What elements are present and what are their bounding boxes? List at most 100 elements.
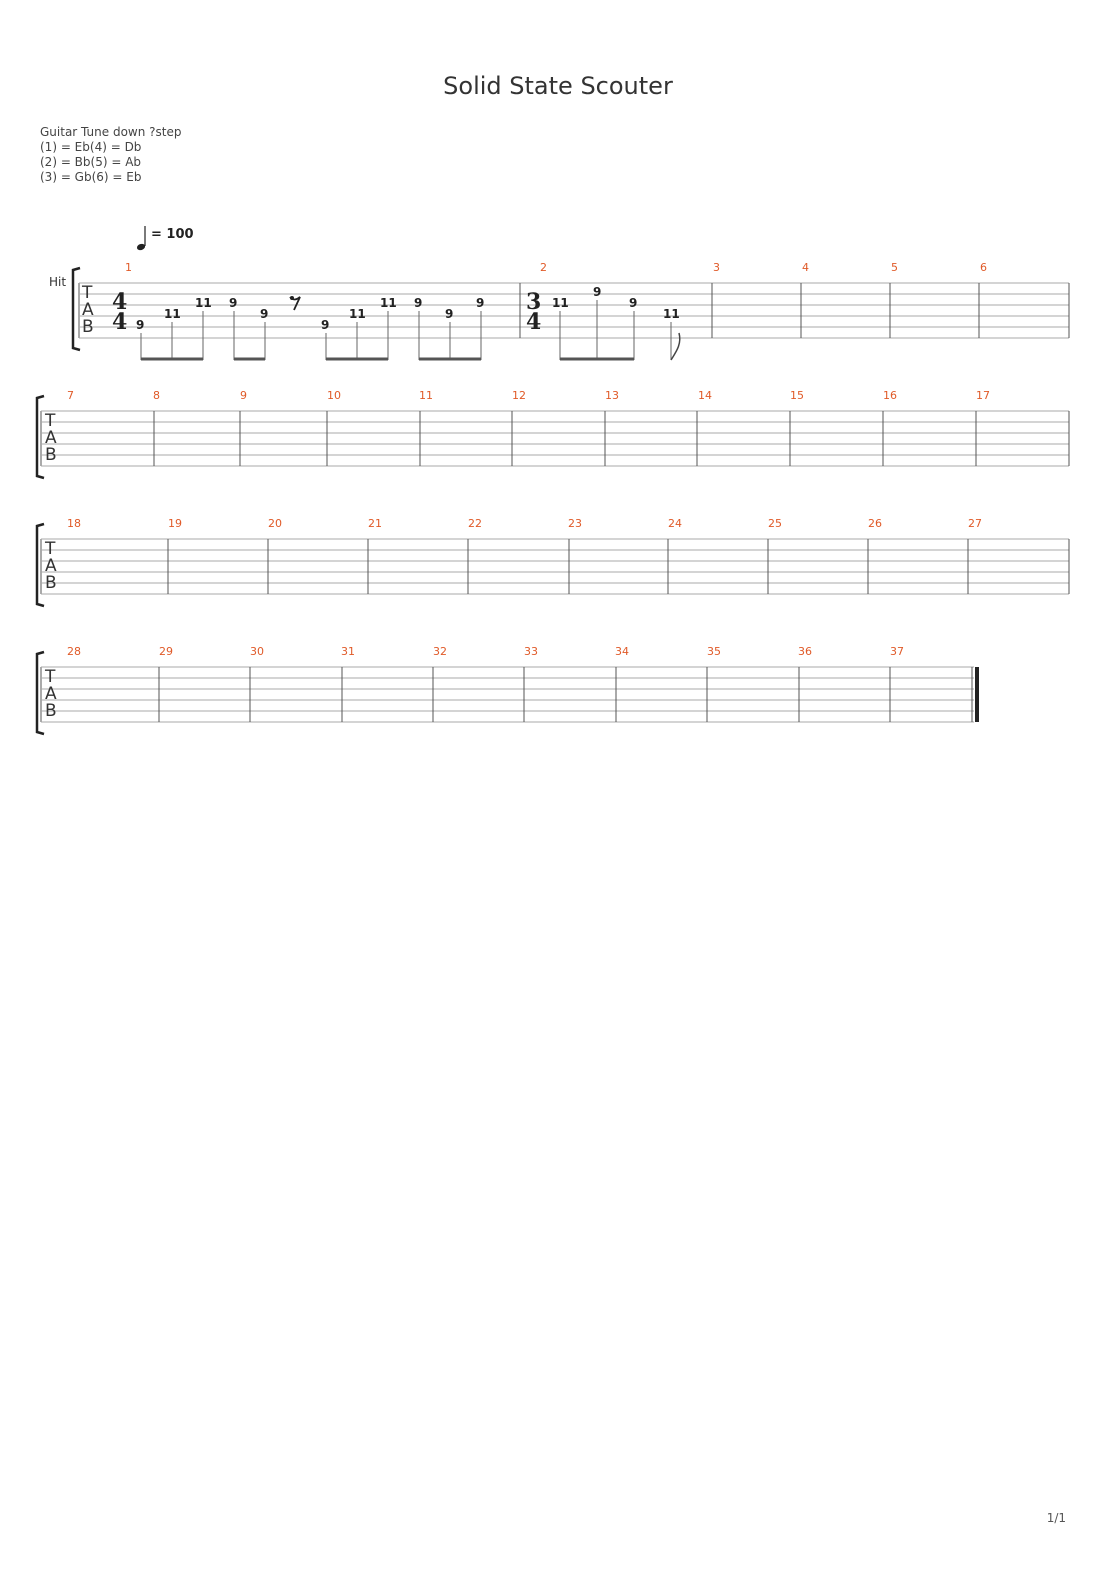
tab-clef-t: T bbox=[44, 411, 56, 431]
system-brace bbox=[35, 650, 45, 736]
barlines bbox=[153, 411, 1070, 466]
time-signature-bottom: 4 bbox=[526, 309, 541, 335]
note-stems bbox=[559, 300, 672, 360]
barlines bbox=[158, 667, 973, 722]
fret-number: 9 bbox=[629, 296, 637, 310]
tuning-line-1: (1) = Eb(4) = Db bbox=[40, 140, 142, 154]
tempo-label: = 100 bbox=[151, 227, 194, 242]
fret-number: 9 bbox=[229, 296, 237, 310]
tab-clef-t: T bbox=[81, 283, 93, 303]
fret-number: 11 bbox=[349, 307, 366, 321]
measure-number: 24 bbox=[668, 517, 682, 530]
measure-number: 4 bbox=[802, 261, 809, 274]
measure-number: 26 bbox=[868, 517, 882, 530]
fret-number: 11 bbox=[552, 296, 569, 310]
time-signature-top: 3 bbox=[526, 289, 541, 315]
barlines bbox=[519, 283, 1070, 338]
tab-clef-b: B bbox=[82, 317, 94, 337]
fret-number: 9 bbox=[593, 285, 601, 299]
page-number: 1/1 bbox=[1046, 1511, 1066, 1525]
fret-number: 9 bbox=[414, 296, 422, 310]
measure-number: 30 bbox=[250, 645, 264, 658]
fret-number: 11 bbox=[380, 296, 397, 310]
measure-number: 16 bbox=[883, 389, 897, 402]
measure-number: 36 bbox=[798, 645, 812, 658]
system-brace bbox=[35, 394, 45, 480]
measure-number: 5 bbox=[891, 261, 898, 274]
fret-number: 9 bbox=[260, 307, 268, 321]
measure-number: 10 bbox=[327, 389, 341, 402]
fret-number: 11 bbox=[195, 296, 212, 310]
measure-number: 21 bbox=[368, 517, 382, 530]
tab-clef-b: B bbox=[45, 445, 57, 465]
measure-number: 25 bbox=[768, 517, 782, 530]
measure-number: 37 bbox=[890, 645, 904, 658]
barlines bbox=[167, 539, 1070, 594]
measure-number: 27 bbox=[968, 517, 982, 530]
staff-lines bbox=[41, 538, 1069, 595]
measure-number: 9 bbox=[240, 389, 247, 402]
measure-number: 11 bbox=[419, 389, 433, 402]
system-1: T A B 4 4 1 2 3 4 5 6 9 11 11 9 9 9 11 bbox=[71, 261, 1070, 361]
fret-number: 11 bbox=[663, 307, 680, 321]
measure-number: 13 bbox=[605, 389, 619, 402]
tab-clef-a: A bbox=[45, 556, 57, 576]
note-stems bbox=[140, 311, 482, 360]
staff-lines bbox=[41, 410, 1069, 467]
tab-clef-a: A bbox=[45, 684, 57, 704]
system-4: T A B 28 29 30 31 32 33 34 35 36 37 bbox=[35, 645, 979, 736]
final-barline bbox=[975, 667, 979, 722]
system-3: T A B 18 19 20 21 22 23 24 25 26 27 bbox=[35, 517, 1070, 608]
tab-clef-b: B bbox=[45, 573, 57, 593]
measure-number: 12 bbox=[512, 389, 526, 402]
measure-1-notes: 9 11 11 9 9 9 11 11 9 9 9 bbox=[136, 296, 484, 361]
measure-number: 18 bbox=[67, 517, 81, 530]
measure-number: 19 bbox=[168, 517, 182, 530]
measure-number: 8 bbox=[153, 389, 160, 402]
measure-number: 1 bbox=[125, 261, 132, 274]
measure-number: 28 bbox=[67, 645, 81, 658]
measure-2-notes: 11 9 9 11 bbox=[552, 285, 681, 361]
measure-number: 23 bbox=[568, 517, 582, 530]
tuning-line-2: (2) = Bb(5) = Ab bbox=[40, 155, 142, 169]
tuning-header: Guitar Tune down ?step bbox=[40, 125, 182, 139]
tab-clef-a: A bbox=[45, 428, 57, 448]
fret-number: 9 bbox=[136, 318, 144, 332]
measure-number: 20 bbox=[268, 517, 282, 530]
measure-number: 14 bbox=[698, 389, 712, 402]
tuning-line-3: (3) = Gb(6) = Eb bbox=[40, 170, 142, 184]
fret-number: 11 bbox=[164, 307, 181, 321]
fret-number: 9 bbox=[476, 296, 484, 310]
eighth-rest-dot bbox=[290, 296, 294, 300]
measure-number: 6 bbox=[980, 261, 987, 274]
measure-number: 33 bbox=[524, 645, 538, 658]
measure-number: 29 bbox=[159, 645, 173, 658]
measure-number: 35 bbox=[707, 645, 721, 658]
time-signature-top: 4 bbox=[112, 289, 127, 315]
tuning-info: Guitar Tune down ?step (1) = Eb(4) = Db … bbox=[40, 125, 181, 185]
eighth-flag-icon bbox=[670, 332, 681, 361]
tab-clef-t: T bbox=[44, 667, 56, 687]
system-brace bbox=[71, 266, 81, 352]
measure-number: 31 bbox=[341, 645, 355, 658]
staff-lines bbox=[41, 666, 974, 723]
system-2: T A B 7 8 9 10 11 12 13 14 15 16 17 bbox=[35, 389, 1070, 480]
tempo-marking: = 100 bbox=[136, 226, 194, 251]
system-brace bbox=[35, 522, 45, 608]
measure-number: 32 bbox=[433, 645, 447, 658]
measure-number: 3 bbox=[713, 261, 720, 274]
fret-number: 9 bbox=[445, 307, 453, 321]
tab-clef-b: B bbox=[45, 701, 57, 721]
measure-number: 15 bbox=[790, 389, 804, 402]
score-title: Solid State Scouter bbox=[443, 72, 673, 100]
fret-number: 9 bbox=[321, 318, 329, 332]
quarter-note-icon bbox=[136, 243, 146, 251]
track-name: Hit bbox=[49, 275, 66, 289]
tab-clef-t: T bbox=[44, 539, 56, 559]
measure-number: 34 bbox=[615, 645, 629, 658]
measure-number: 2 bbox=[540, 261, 547, 274]
time-signature-bottom: 4 bbox=[112, 309, 127, 335]
measure-number: 17 bbox=[976, 389, 990, 402]
tab-clef-a: A bbox=[82, 300, 94, 320]
